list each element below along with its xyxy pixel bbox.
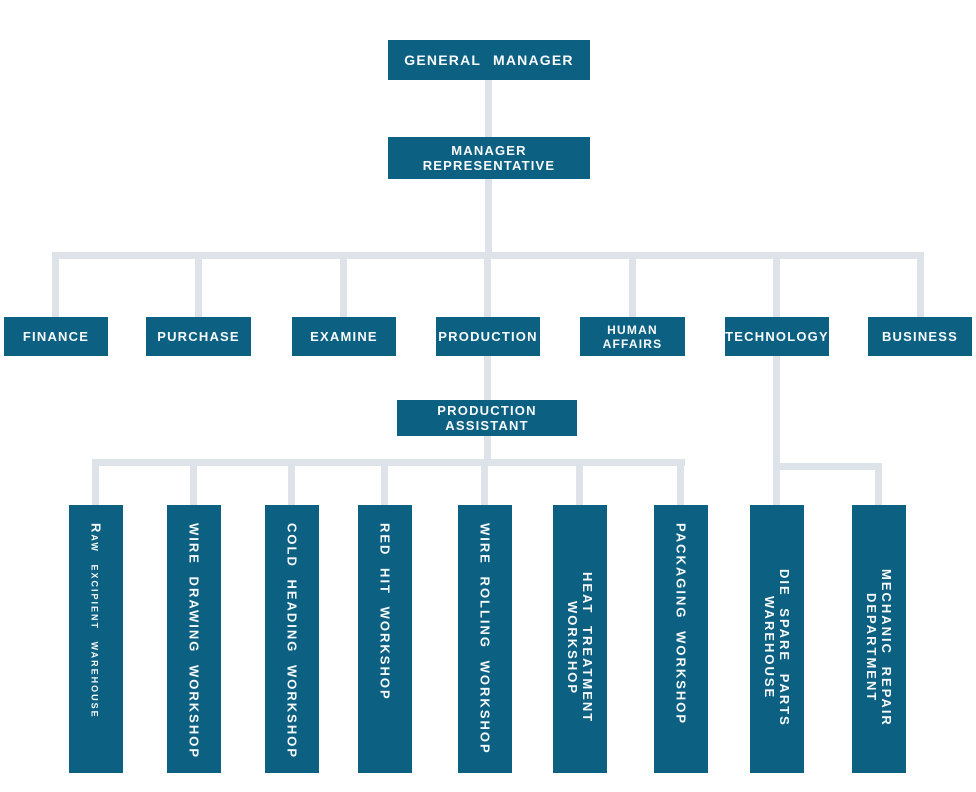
node-production-assistant: PRODUCTION ASSISTANT: [397, 400, 577, 436]
node-heat-treatment-workshop: HEAT TREATMENT WORKSHOP: [553, 505, 607, 773]
node-label: BUSINESS: [881, 329, 959, 344]
node-label: MECHANIC REPAIR DEPARTMENT: [864, 569, 894, 727]
node-die-spare-parts-warehouse: DIE SPARE PARTS WAREHOUSE: [750, 505, 804, 773]
node-label: FINANCE: [22, 329, 90, 344]
connector-stub-red-hit: [381, 466, 388, 505]
connector-production-branch: [484, 259, 491, 466]
node-production: PRODUCTION: [436, 317, 540, 356]
node-technology: TECHNOLOGY: [725, 317, 829, 356]
connector-stub-wire-drawing: [190, 466, 197, 505]
node-purchase: PURCHASE: [146, 317, 251, 356]
connector-stub-examine: [340, 259, 347, 317]
node-human-affairs: HUMAN AFFAIRS: [580, 317, 685, 356]
node-label: RED HIT WORKSHOP: [377, 523, 393, 701]
node-label: PURCHASE: [157, 329, 240, 344]
connector-workshops-hline: [92, 459, 685, 466]
connector-stub-raw-excipient: [92, 466, 99, 505]
node-label: TECHNOLOGY: [725, 329, 829, 344]
connector-stub-heat-treatment: [576, 466, 583, 505]
node-label: WIRE ROLLING WORKSHOP: [477, 523, 493, 755]
connector-stub-finance: [52, 259, 59, 317]
node-label: COLD HEADING WORKSHOP: [284, 523, 300, 759]
node-label: EXAMINE: [310, 329, 378, 344]
connector-stub-packaging: [677, 466, 684, 505]
node-manager-representative: MANAGER REPRESENTATIVE: [388, 137, 590, 179]
node-label: PRODUCTION ASSISTANT: [437, 403, 537, 433]
connector-technology-trunk: [773, 259, 780, 505]
node-finance: FINANCE: [4, 317, 108, 356]
connector-technology-hline: [773, 463, 882, 470]
node-label: WIRE DRAWING WORKSHOP: [186, 523, 202, 759]
node-cold-heading-workshop: COLD HEADING WORKSHOP: [265, 505, 319, 773]
node-label: PACKAGING WORKSHOP: [673, 523, 689, 726]
connector-stub-mechanic-repair: [875, 470, 882, 505]
node-examine: EXAMINE: [292, 317, 396, 356]
node-general-manager: GENERAL MANAGER: [388, 40, 590, 80]
connector-stub-cold-heading: [288, 466, 295, 505]
node-wire-rolling-workshop: WIRE ROLLING WORKSHOP: [458, 505, 512, 773]
node-business: BUSINESS: [868, 317, 972, 356]
node-label: PRODUCTION: [438, 329, 538, 344]
node-label: MANAGER REPRESENTATIVE: [422, 143, 556, 173]
connector-departments-hline: [52, 252, 924, 259]
node-label: HEAT TREATMENT WORKSHOP: [565, 572, 595, 724]
node-label: GENERAL MANAGER: [404, 52, 574, 68]
node-raw-excipient-warehouse: Raw excipient warehouse: [69, 505, 123, 773]
connector-stub-purchase: [195, 259, 202, 317]
node-wire-drawing-workshop: WIRE DRAWING WORKSHOP: [167, 505, 221, 773]
connector-stub-human-affairs: [629, 259, 636, 317]
connector-stub-wire-rolling: [481, 466, 488, 505]
node-label: HUMAN AFFAIRS: [602, 322, 663, 351]
node-mechanic-repair-department: MECHANIC REPAIR DEPARTMENT: [852, 505, 906, 773]
node-label: Raw excipient warehouse: [88, 523, 104, 719]
node-red-hit-workshop: RED HIT WORKSHOP: [358, 505, 412, 773]
node-label: DIE SPARE PARTS WAREHOUSE: [762, 569, 792, 727]
connector-stub-business: [917, 259, 924, 317]
node-packaging-workshop: PACKAGING WORKSHOP: [654, 505, 708, 773]
